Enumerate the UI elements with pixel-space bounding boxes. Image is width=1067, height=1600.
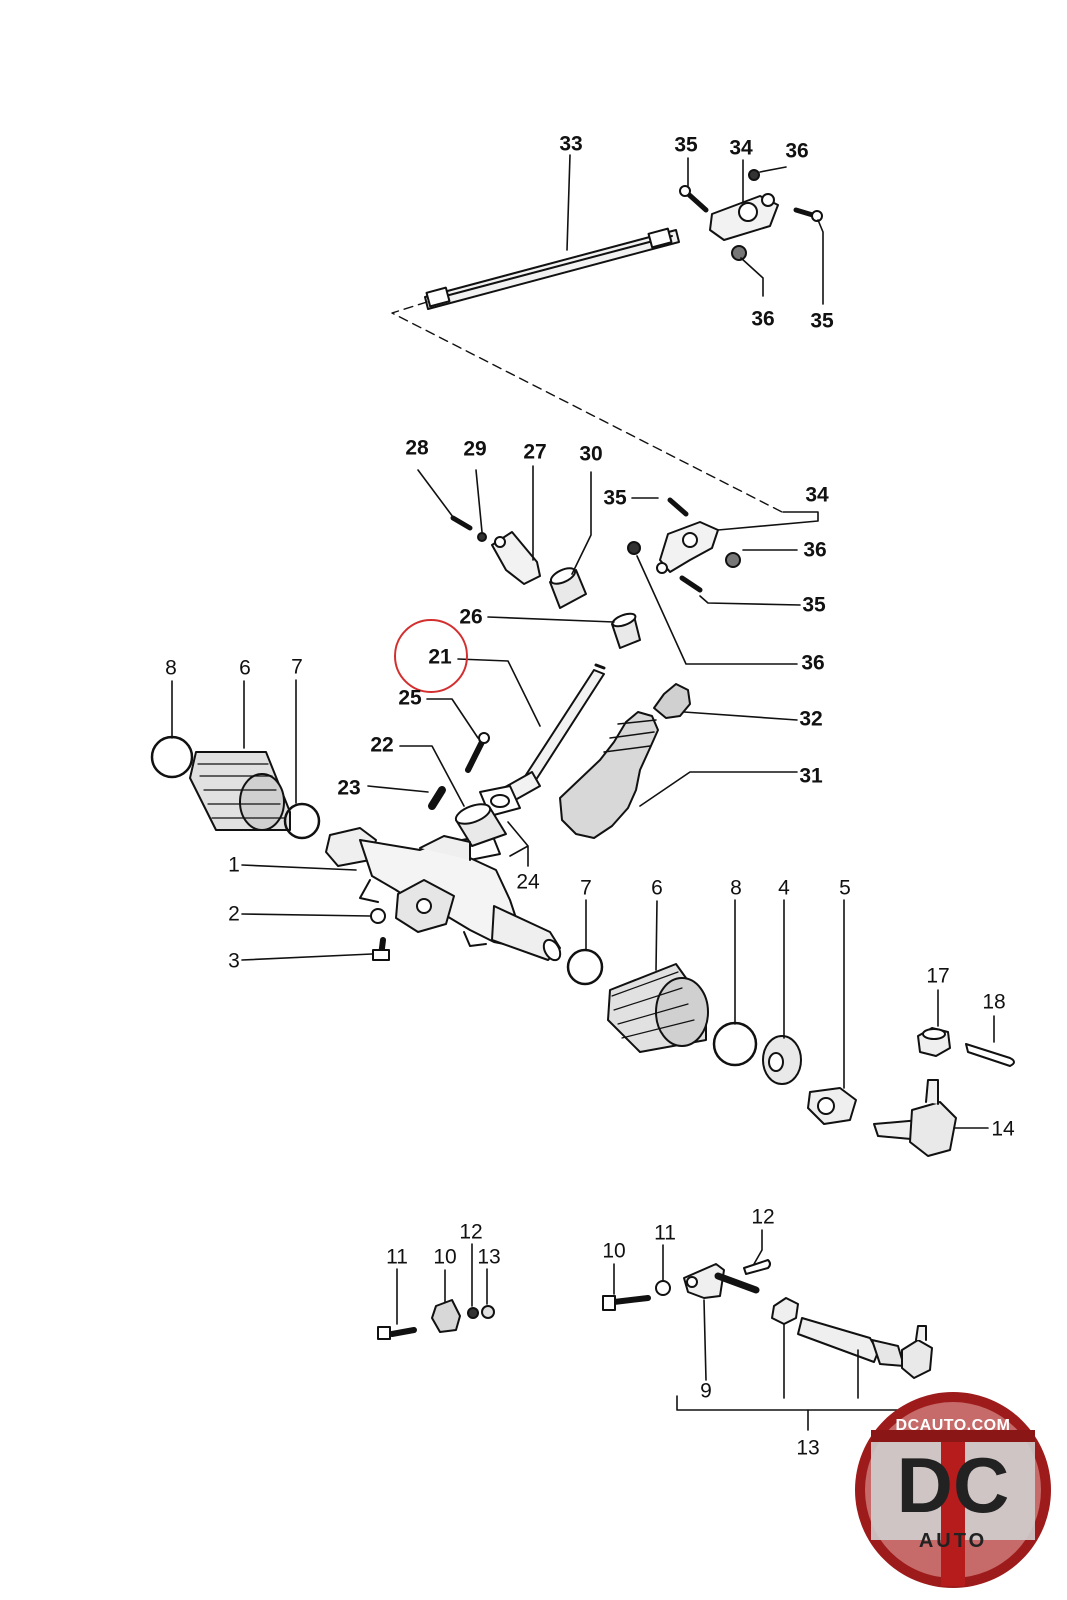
callout-9: 9 [700,1379,712,1403]
steering-shaft-33 [424,227,680,310]
callout-2: 2 [228,902,240,926]
callout-12: 12 [751,1205,775,1229]
callout-35: 35 [674,133,698,157]
callout-27: 27 [523,440,547,464]
dcauto-logo: DCAUTO.COM DC AUTO [853,1390,1053,1590]
callout-36: 36 [801,651,825,675]
callout-28: 28 [405,436,429,460]
screw-28 [450,515,473,531]
lower-universal-joint-34 [656,521,719,574]
bushing-22 [454,803,507,847]
steering-rack-housing-1 [325,827,562,962]
ring-7-left [283,802,321,840]
bolt-11-left [377,1326,417,1340]
callout-36: 36 [751,307,775,331]
castle-nut-17 [917,1027,951,1057]
bushing-30 [549,567,587,609]
bracket-9 [683,1263,760,1299]
clamp-27 [491,531,541,585]
callout-29: 29 [463,437,487,461]
logo-sub-text: AUTO [918,1530,988,1552]
callout-35: 35 [603,486,627,510]
washer-29 [477,532,487,542]
callout-7: 7 [580,876,592,900]
nut-13-left [481,1305,495,1319]
callout-8: 8 [730,876,742,900]
callout-23: 23 [337,776,361,800]
bolt-3 [372,937,390,961]
bolt-35-upper-left [679,185,709,213]
callout-10: 10 [602,1239,626,1263]
callout-36: 36 [785,139,809,163]
washer-11-right [655,1280,671,1296]
bolt-35-upper-right [793,207,823,222]
ring-8-right [712,1021,758,1067]
callout-31: 31 [799,764,823,788]
callout-22: 22 [370,733,394,757]
tie-rod-13 [797,1317,933,1379]
ring-8-left [150,735,194,779]
callout-7: 7 [291,655,303,679]
nut-13-right [771,1297,799,1325]
callout-1: 1 [228,853,240,877]
callout-11: 11 [654,1221,676,1245]
assembly-dash-line [391,301,783,513]
callout-35: 35 [802,593,826,617]
clamp-10-left [431,1299,461,1333]
callout-13: 13 [796,1436,820,1460]
logo-mark-text: DC [896,1441,1010,1529]
callout-10: 10 [433,1245,457,1269]
bellows-6-left [189,751,291,831]
callout-3: 3 [228,949,240,973]
rubber-boot-31 [559,711,659,839]
callout-6: 6 [239,656,251,680]
highlight-circle-21 [394,619,468,693]
leader-lines [171,154,995,1431]
callout-4: 4 [778,876,790,900]
callout-21: 21 [428,645,452,669]
tie-rod-bushing-5 [807,1087,857,1125]
callout-33: 33 [559,132,583,156]
callout-12: 12 [459,1220,483,1244]
bolt-10-right [602,1295,651,1311]
ring-7-right [566,948,604,986]
callout-34: 34 [805,483,829,507]
upper-universal-joint-34 [709,193,779,241]
callout-14: 14 [991,1117,1015,1141]
callout-6: 6 [651,876,663,900]
callout-25: 25 [398,686,422,710]
callout-30: 30 [579,442,603,466]
callout-11: 11 [386,1245,408,1269]
logo-emblem [855,1392,1051,1588]
callout-35: 35 [810,309,834,333]
bolt-35-mid-top [667,497,689,517]
callout-18: 18 [982,990,1006,1014]
callout-34: 34 [729,136,753,160]
logo-site-text: DCAUTO.COM [895,1417,1011,1434]
bushing-26 [611,612,641,649]
bellows-6-right [607,963,709,1053]
callout-13: 13 [477,1245,501,1269]
bolt-35-mid-bottom [679,575,703,593]
callout-32: 32 [799,707,823,731]
callout-24: 24 [516,870,540,894]
dust-cap-32 [653,683,691,719]
cotter-pin-18 [965,1043,1015,1067]
washer-2 [370,908,386,924]
cotter-12-right [743,1259,771,1275]
nut-36-mid-right [725,552,741,568]
washer-4 [762,1035,802,1085]
washer-12-left [467,1307,479,1319]
nut-36-mid-left [627,541,641,555]
callout-17: 17 [926,964,950,988]
pin-23 [428,786,446,810]
callout-26: 26 [459,605,483,629]
bolt-25 [465,732,490,773]
callout-8: 8 [165,656,177,680]
callout-5: 5 [839,876,851,900]
nut-36-upper [731,169,760,261]
tie-rod-end-14 [873,1079,957,1157]
callout-36: 36 [803,538,827,562]
